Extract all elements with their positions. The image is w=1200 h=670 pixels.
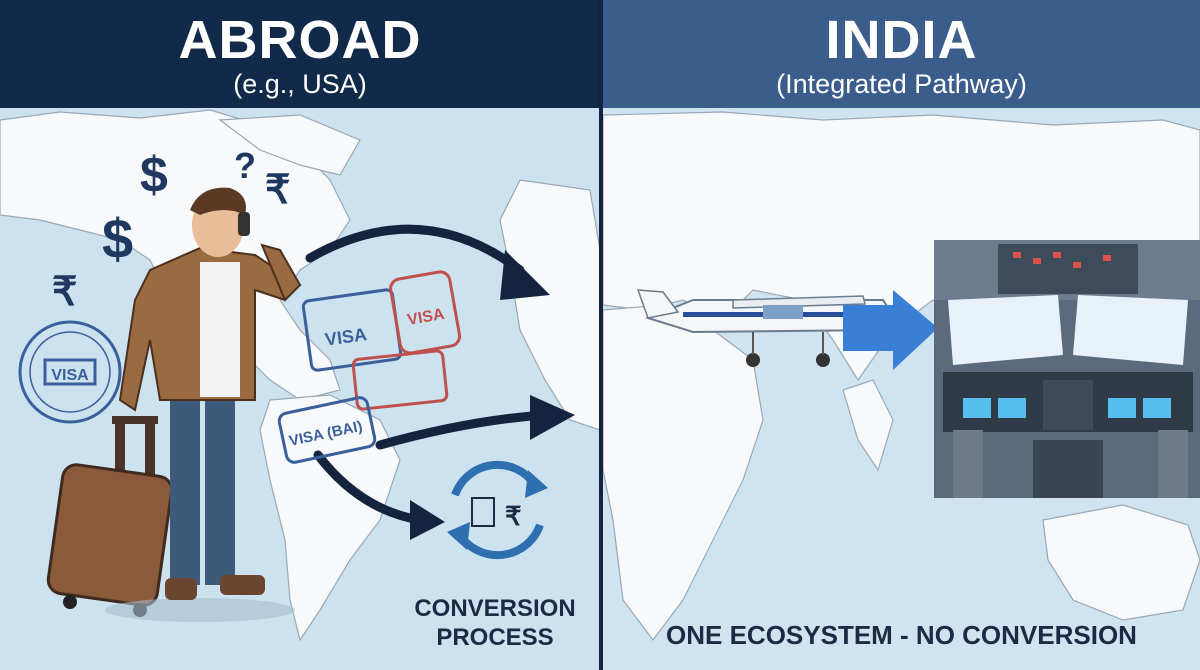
conversion-label-line1: CONVERSION <box>414 595 576 622</box>
india-header: INDIA (Integrated Pathway) <box>603 0 1200 108</box>
arrowheads <box>410 250 575 540</box>
dollar-icon: $ <box>140 147 168 203</box>
svg-text:₹: ₹ <box>505 501 522 531</box>
conversion-cycle-icon: ₹ <box>447 460 548 560</box>
suitcase-icon <box>46 416 174 617</box>
flow-arrows <box>305 224 550 525</box>
india-title: INDIA <box>825 10 978 70</box>
india-subtitle: (Integrated Pathway) <box>776 69 1027 99</box>
abroad-header: ABROAD (e.g., USA) <box>0 0 600 108</box>
abroad-title: ABROAD <box>178 10 422 70</box>
rupee-icon: ₹ <box>52 270 77 314</box>
svg-text:VISA: VISA <box>406 306 446 329</box>
traveler-figure <box>105 187 302 622</box>
dollar-icon: $ <box>102 207 133 270</box>
abroad-panel: $ $ ? ₹ ₹ VISA VISA VISA VISA (BAI) <box>0 0 600 652</box>
abroad-subtitle: (e.g., USA) <box>233 69 367 99</box>
cockpit-image <box>934 240 1200 498</box>
ecosystem-footer: ONE ECOSYSTEM - NO CONVERSION <box>666 620 1137 650</box>
rupee-icon: ₹ <box>265 168 290 212</box>
abroad-illustration: $ $ ? ₹ ₹ VISA VISA VISA VISA (BAI) <box>0 109 600 642</box>
panel-divider <box>599 0 603 670</box>
india-illustration <box>603 111 1200 641</box>
conversion-process-label: CONVERSION PROCESS <box>400 594 590 652</box>
conversion-label-line2: PROCESS <box>436 624 554 651</box>
world-map-americas <box>0 109 600 642</box>
svg-text:VISA: VISA <box>51 367 89 384</box>
svg-text:VISA: VISA <box>324 324 368 350</box>
question-icon: ? <box>234 145 256 186</box>
currency-symbols: $ $ ? ₹ ₹ <box>52 145 290 314</box>
transition-arrow <box>843 290 938 370</box>
india-panel: INDIA (Integrated Pathway) ONE ECOSYSTEM… <box>603 0 1200 670</box>
